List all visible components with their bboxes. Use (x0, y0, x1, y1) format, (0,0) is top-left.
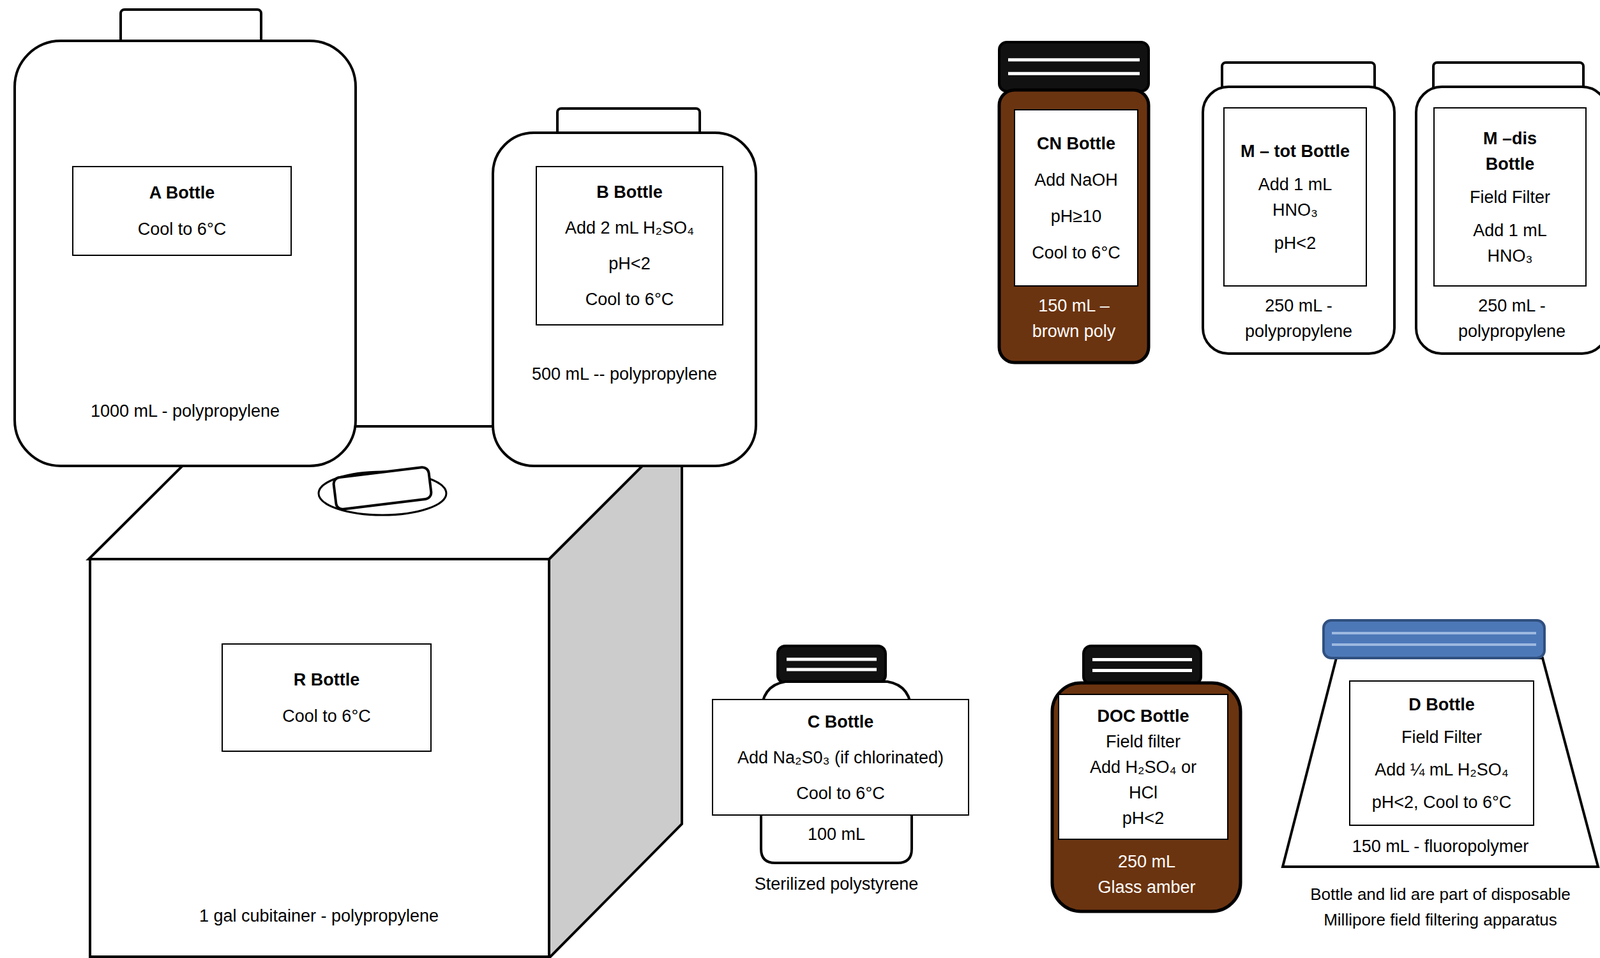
bottle-cap (999, 42, 1149, 92)
sample-bottle: 500 mL -- polypropylene B BottleAdd 2 mL … (491, 107, 758, 468)
bottle-spec: 1 gal cubitainer - polypropylene (88, 903, 550, 929)
preservation-note: pH<2 (1274, 230, 1316, 257)
preservation-note: pH<2 (1122, 805, 1164, 832)
cap-rib (786, 668, 877, 672)
cap-rib (1331, 632, 1537, 635)
preservation-note: Field filter (1105, 729, 1181, 755)
bottle-heading: B Bottle (596, 179, 663, 205)
bottle-spec: 150 mL – brown poly (1022, 293, 1125, 345)
preservation-note: Cool to 6°C (282, 703, 371, 730)
label-box: CN BottleAdd NaOH pH≥10Cool to 6°C (1013, 109, 1139, 287)
bottle-body (492, 132, 756, 467)
bottle-heading: D Bottle (1408, 692, 1475, 718)
bottle-heading: A Bottle (149, 180, 216, 206)
preservation-note: pH<2 (608, 250, 650, 277)
bottle-heading: CN Bottle (1036, 130, 1116, 157)
bottle-heading: M – tot Bottle (1240, 138, 1350, 165)
bottle-spec: 250 mL - polypropylene (1218, 293, 1379, 345)
cubitainer-cap (333, 466, 433, 511)
bottle-heading: M –dis Bottle (1456, 125, 1563, 177)
bottle-body (1202, 86, 1395, 354)
cap-rib (1008, 58, 1140, 62)
cap-rib (1331, 643, 1537, 647)
filter-cap (1323, 620, 1545, 659)
cube-top (88, 426, 682, 560)
label-box: C BottleAdd Na₂S0₃ (if chlorinated) Cool … (711, 699, 970, 816)
filter-bottle-body (1282, 658, 1599, 868)
preservation-note: Add 1 mL HNO₃ (1240, 171, 1350, 223)
sample-bottle: 150 mL – brown poly CN BottleAdd NaOH pH≥1… (997, 40, 1150, 364)
sample-bottle: 250 mL Glass amber DOC BottleField filter… (1050, 644, 1242, 914)
sample-bottle: 1000 mL - polypropylene A BottleCool to 6… (13, 8, 357, 468)
preservation-note: Cool to 6°C (796, 780, 885, 807)
label-box: B BottleAdd 2 mL H₂SO₄ pH<2Cool to 6°C (535, 166, 724, 326)
bottle-spec: 100 mL (759, 821, 914, 848)
cap-rib (786, 657, 877, 661)
label-box: M –dis BottleField FilterAdd 1 mL HNO₃ (1433, 107, 1587, 287)
preservation-note: Cool to 6°C (585, 286, 674, 313)
preservation-note: Field Filter (1469, 184, 1551, 211)
bottle-heading: DOC Bottle (1097, 703, 1190, 730)
sample-bottle: 1 gal cubitainer - polypropylene R Bottle… (88, 426, 682, 958)
cap-rib (1008, 72, 1140, 76)
bottle-spec: 500 mL -- polypropylene (528, 361, 721, 387)
cube-front (90, 559, 550, 958)
label-box: DOC BottleField filterAdd H₂SO₄ or HClpH… (1057, 694, 1229, 841)
cap-rib (1092, 669, 1193, 673)
label-box: M – tot BottleAdd 1 mL HNO₃ pH<2 (1223, 107, 1367, 287)
bottle-spec: 250 mL Glass amber (1095, 849, 1198, 901)
label-box: R BottleCool to 6°C (221, 643, 432, 753)
preservation-note: pH<2, Cool to 6°C (1372, 789, 1512, 816)
sample-bottle: 250 mL - polypropylene M – tot BottleAdd … (1201, 61, 1396, 355)
label-box: A BottleCool to 6°C (72, 166, 292, 257)
bottle-spec: 150 mL - fluoropolymer (1312, 833, 1569, 860)
sample-bottle: 100 mLSterilized polystyreneC BottleAdd … (759, 644, 914, 866)
bottle-body (999, 90, 1149, 363)
bottle-spec: 250 mL - polypropylene (1432, 293, 1592, 345)
preservation-note: Cool to 6°C (1031, 240, 1120, 266)
preservation-note: Add H₂SO₄ or HCl (1078, 754, 1208, 806)
label-box: D BottleField FilterAdd ¼ mL H₂SO₄ pH<2, … (1349, 680, 1535, 827)
cap-rib (1092, 658, 1193, 662)
bottle-cap (1083, 646, 1201, 685)
preservation-note: Field Filter (1401, 724, 1482, 751)
preservation-note: Add ¼ mL H₂SO₄ (1374, 757, 1509, 783)
bottle-body (1416, 86, 1600, 354)
sample-bottle: 250 mL - polypropylene M –dis BottleField… (1414, 61, 1600, 355)
bottle-note: Sterilized polystyrene (695, 871, 977, 898)
preservation-note: pH≥10 (1050, 203, 1102, 230)
preservation-note: Add 1 mL HNO₃ (1456, 217, 1563, 269)
preservation-note: Add Na₂S0₃ (if chlorinated) (737, 745, 944, 771)
bottle-cap (777, 646, 886, 684)
preservation-note: Add NaOH (1034, 167, 1118, 193)
bottle-body (1052, 683, 1241, 912)
bottle-spec: 1000 mL - polypropylene (13, 398, 357, 424)
bottle-heading: C Bottle (807, 709, 875, 735)
sample-bottle: 150 mL - fluoropolymerBottle and lid are… (1280, 619, 1600, 869)
bottle-heading: R Bottle (293, 667, 361, 693)
preservation-note: Add 2 mL H₂SO₄ (565, 215, 695, 241)
preservation-note: Cool to 6°C (137, 216, 227, 242)
bottle-note: Bottle and lid are part of disposable Mi… (1287, 881, 1594, 933)
